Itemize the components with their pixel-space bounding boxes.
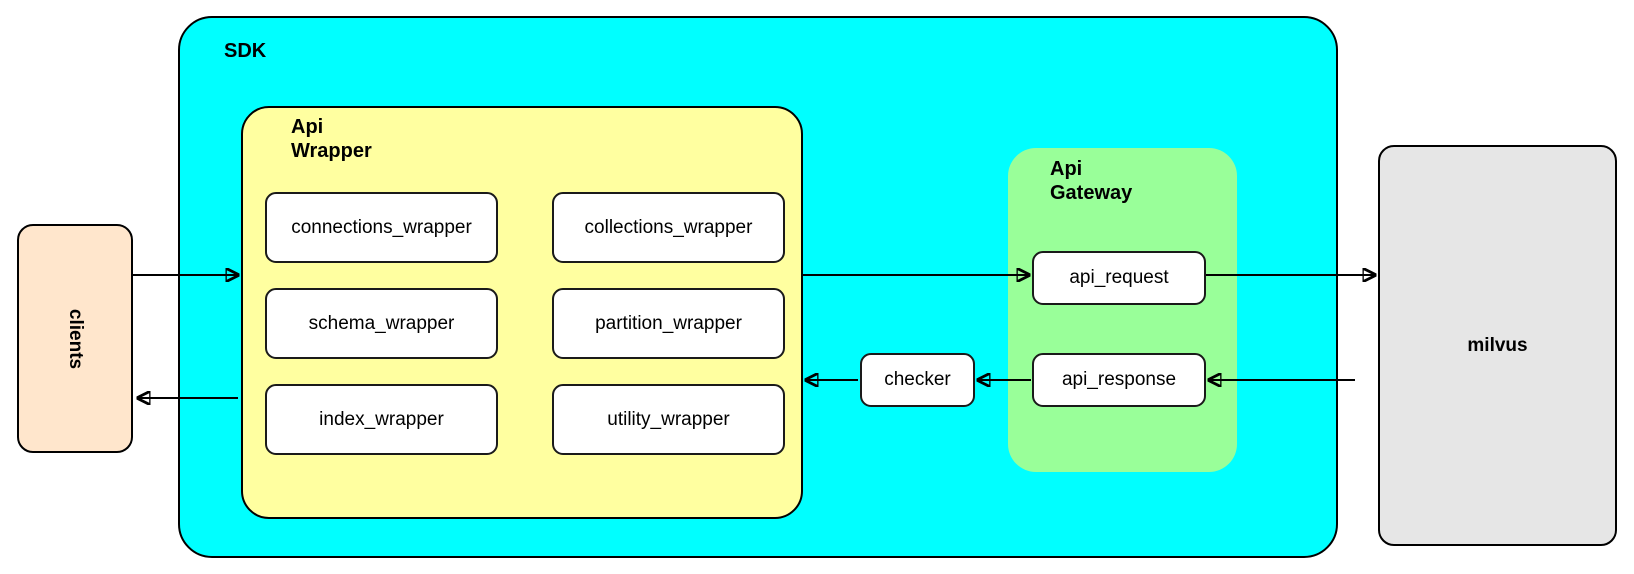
node-connections-wrapper[interactable]: connections_wrapper (265, 192, 498, 263)
node-api-response[interactable]: api_response (1032, 353, 1206, 407)
node-clients[interactable]: clients (17, 224, 133, 453)
node-utility-wrapper-label: utility_wrapper (607, 408, 730, 430)
node-partition-wrapper-label: partition_wrapper (595, 312, 742, 334)
node-index-wrapper[interactable]: index_wrapper (265, 384, 498, 455)
node-partition-wrapper[interactable]: partition_wrapper (552, 288, 785, 359)
node-api-request-label: api_request (1069, 267, 1169, 288)
node-collections-wrapper[interactable]: collections_wrapper (552, 192, 785, 263)
node-clients-label: clients (64, 308, 86, 369)
node-milvus-label: milvus (1467, 334, 1528, 356)
node-checker[interactable]: checker (860, 353, 975, 407)
node-schema-wrapper[interactable]: schema_wrapper (265, 288, 498, 359)
node-checker-label: checker (884, 369, 951, 390)
node-milvus[interactable]: milvus (1378, 145, 1617, 546)
node-schema-wrapper-label: schema_wrapper (308, 312, 455, 334)
node-api-response-label: api_response (1061, 369, 1177, 390)
container-api-gateway[interactable]: Api Gateway (1008, 148, 1237, 472)
node-api-request[interactable]: api_request (1032, 251, 1206, 305)
node-collections-wrapper-label: collections_wrapper (584, 216, 753, 238)
node-connections-wrapper-label: connections_wrapper (291, 216, 472, 238)
container-api-wrapper-label: Api Wrapper (291, 116, 372, 162)
container-sdk-label: SDK (224, 40, 267, 62)
node-utility-wrapper[interactable]: utility_wrapper (552, 384, 785, 455)
node-index-wrapper-label: index_wrapper (319, 408, 444, 430)
container-api-gateway-label: Api Gateway (1050, 158, 1133, 204)
